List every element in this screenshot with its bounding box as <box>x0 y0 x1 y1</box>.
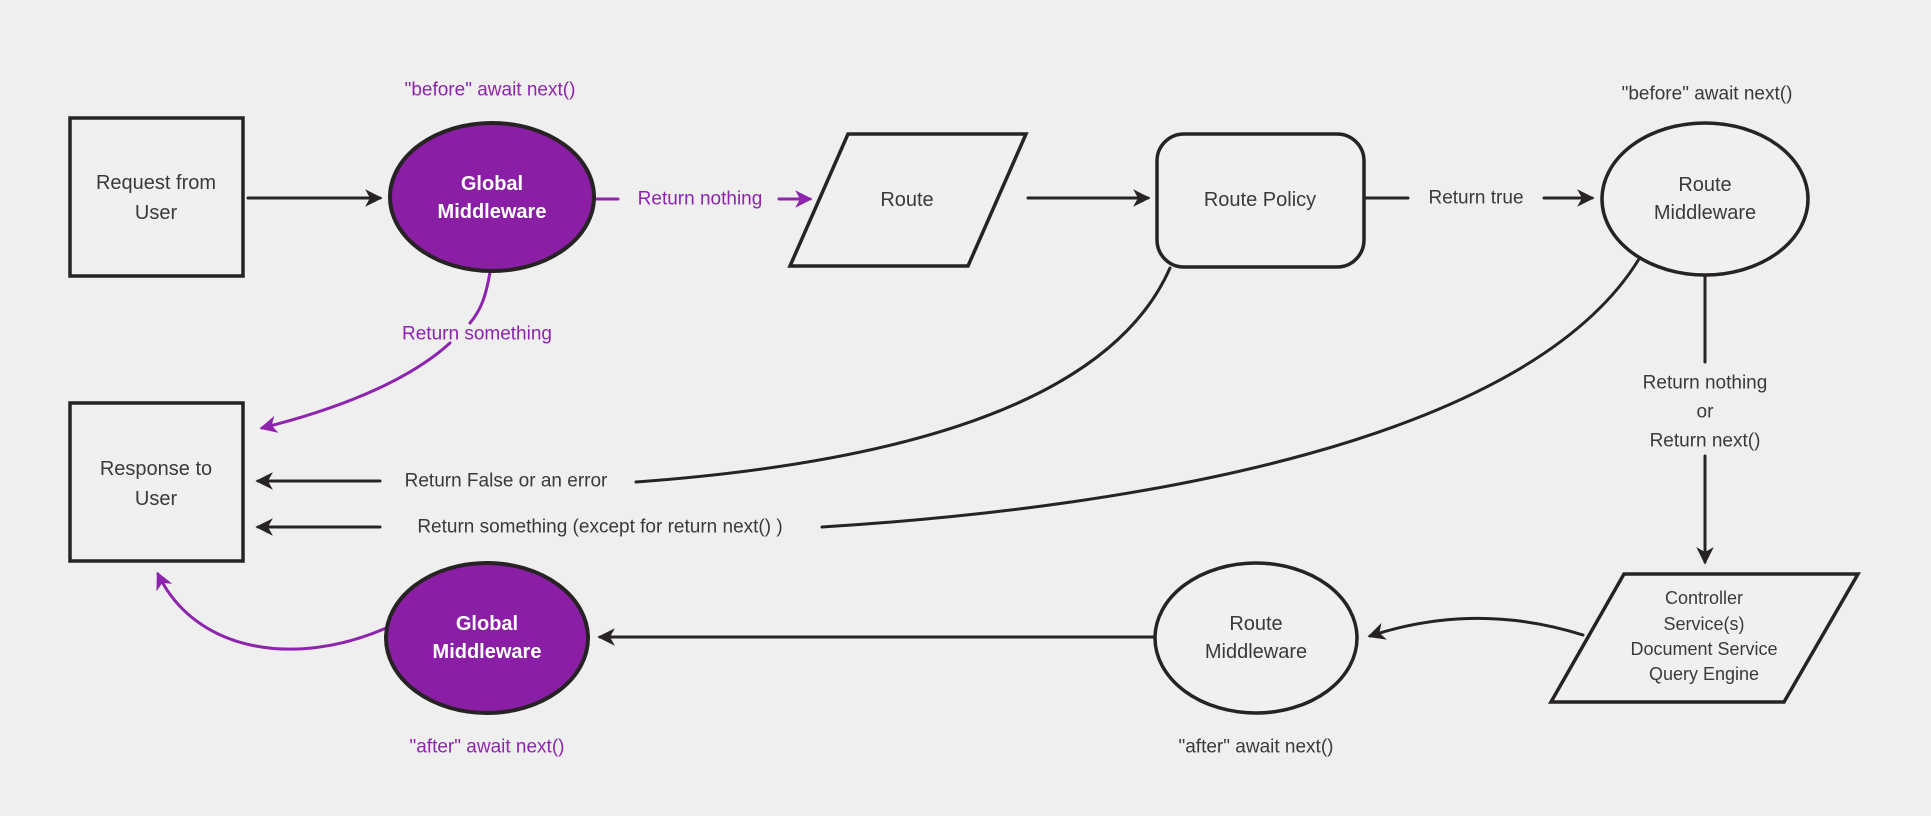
node-global-middleware-top <box>388 121 596 273</box>
label-before-await-next-global: "before" await next() <box>405 80 576 101</box>
node-route <box>787 132 1029 268</box>
label-before-await-next-route: "before" await next() <box>1622 84 1793 105</box>
node-route-middleware-top-label-line2: Middleware <box>1654 202 1756 224</box>
node-response-label-line2: User <box>135 488 178 510</box>
edge-global-middleware-bottom-to-response <box>156 571 388 651</box>
node-global-middleware-bottom-label-line2: Middleware <box>433 641 542 663</box>
node-route-policy <box>1155 132 1366 269</box>
edge-controller-to-route-middleware-bottom <box>1367 616 1585 640</box>
node-controller-services <box>1547 572 1862 704</box>
node-global-middleware-bottom-label-line1: Global <box>456 613 518 635</box>
label-return-nothing: Return nothing <box>638 189 763 210</box>
node-request-label-line1: Request from <box>96 172 216 194</box>
node-global-middleware-top-label-line2: Middleware <box>438 201 547 223</box>
node-request-from-user <box>68 116 245 278</box>
label-return-nothing-or-line2: or <box>1697 402 1715 423</box>
node-request-label-line2: User <box>135 202 178 224</box>
label-return-false-or-error: Return False or an error <box>405 471 608 492</box>
node-route-middleware-top-label-line1: Route <box>1678 174 1731 196</box>
label-after-await-next-route: "after" await next() <box>1179 737 1334 758</box>
node-route-policy-label: Route Policy <box>1204 189 1316 211</box>
label-return-nothing-or-line1: Return nothing <box>1643 373 1768 394</box>
node-route-middleware-bottom-label-line2: Middleware <box>1205 641 1307 663</box>
node-controller-label-line2: Service(s) <box>1663 614 1744 634</box>
node-controller-label-line1: Controller <box>1665 588 1743 608</box>
edge-route-middleware-to-response-curve <box>820 257 1641 529</box>
edge-route-policy-to-response-curve <box>634 266 1172 484</box>
node-global-middleware-top-label-line1: Global <box>461 173 523 195</box>
edge-return-something-lower <box>259 341 452 433</box>
node-route-middleware-top <box>1600 121 1810 277</box>
edge-return-something-upper <box>468 270 492 325</box>
node-route-middleware-bottom <box>1153 561 1359 715</box>
node-route-middleware-bottom-label-line1: Route <box>1229 613 1282 635</box>
node-response-label-line1: Response to <box>100 458 212 480</box>
label-return-nothing-or-line3: Return next() <box>1650 431 1761 452</box>
label-return-something-except: Return something (except for return next… <box>417 517 782 538</box>
node-route-label: Route <box>880 189 933 211</box>
node-response-to-user <box>68 401 245 563</box>
label-return-something: Return something <box>402 324 552 345</box>
label-after-await-next-global: "after" await next() <box>410 737 565 758</box>
label-return-true: Return true <box>1428 188 1523 209</box>
node-global-middleware-bottom <box>384 561 590 715</box>
node-controller-label-line3: Document Service <box>1630 639 1777 659</box>
node-controller-label-line4: Query Engine <box>1649 664 1759 684</box>
